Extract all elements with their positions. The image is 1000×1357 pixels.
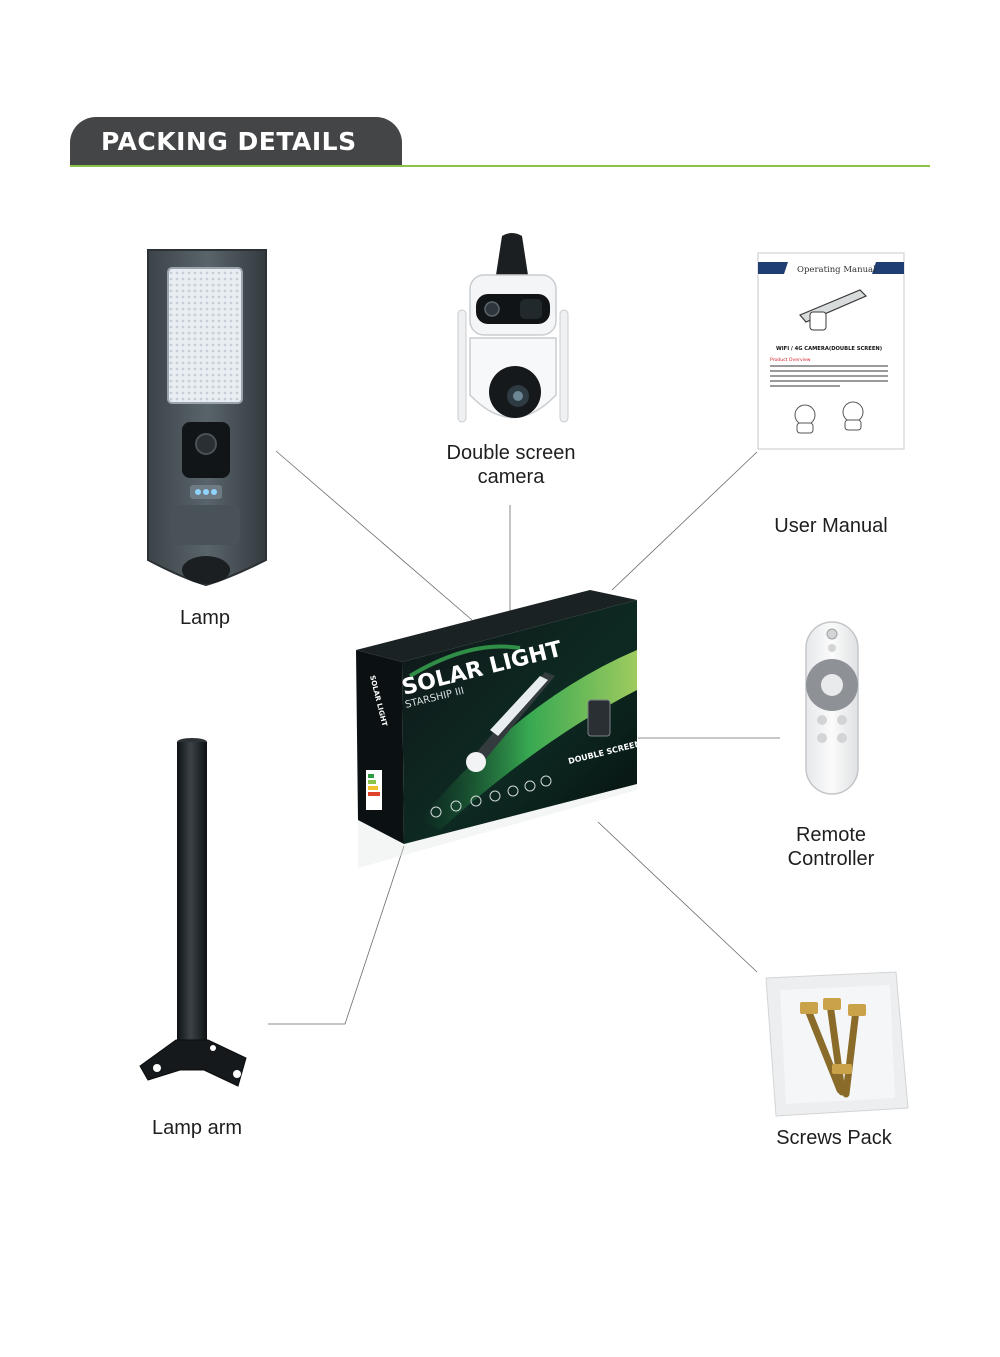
- remote-label-line1: Remote: [795, 824, 867, 846]
- page-title: PACKING DETAILS: [101, 127, 357, 156]
- camera-label-line2: camera: [477, 466, 545, 488]
- product-box-image: [356, 590, 637, 868]
- leader-line-lamp: [275, 450, 473, 621]
- section-header-tab: [70, 117, 402, 167]
- remote-controller-image: [805, 621, 859, 795]
- header-divider: [70, 165, 930, 167]
- user-manual-label: User Manual: [774, 515, 888, 537]
- lamp-image: [147, 249, 267, 587]
- leader-line-arm: [268, 845, 405, 1025]
- manual-title-text: Operating Manual: [797, 265, 876, 275]
- camera-label-line1: Double screen: [446, 442, 576, 464]
- camera-image: [457, 233, 569, 423]
- lamp-label: Lamp: [179, 607, 231, 629]
- camera-label: Double screen camera: [436, 441, 586, 489]
- manual-section-text: Product Overview: [770, 357, 811, 363]
- remote-label-line2: Controller: [787, 848, 875, 870]
- remote-controller-label: Remote Controller: [756, 823, 906, 871]
- screws-pack-label: Screws Pack: [776, 1127, 892, 1149]
- lamp-arm-label: Lamp arm: [151, 1117, 243, 1139]
- manual-subtitle-text: WIFI / 4G CAMERA(DOUBLE SCREEN): [776, 346, 882, 352]
- leader-line-manual: [611, 451, 758, 591]
- user-manual-image: [757, 252, 905, 450]
- lamp-arm-image: [139, 738, 247, 1087]
- leader-lines: [268, 450, 780, 1025]
- screws-pack-image: [765, 971, 909, 1117]
- leader-line-screws: [597, 821, 758, 973]
